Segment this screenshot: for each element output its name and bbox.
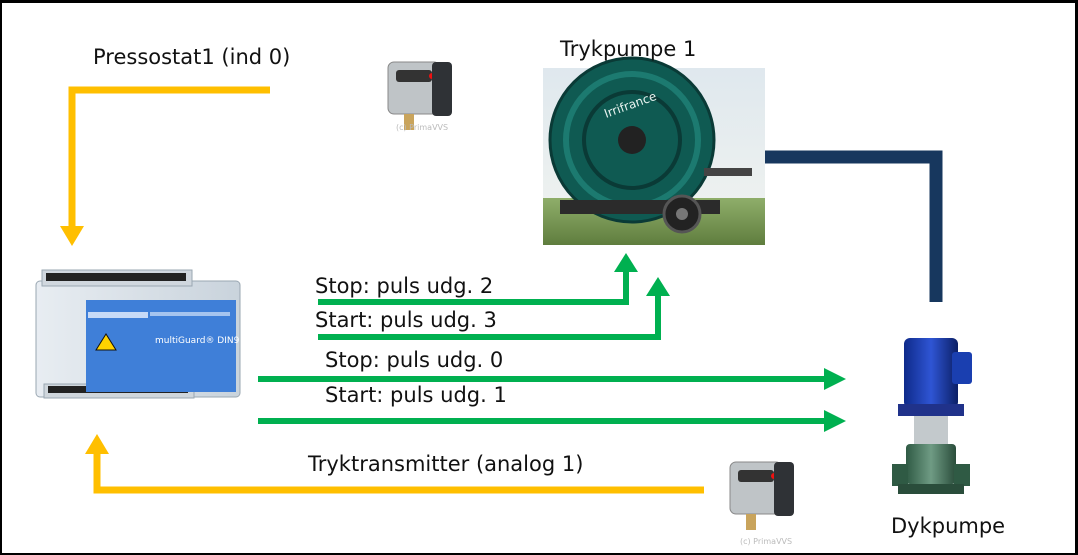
pressostat-label: Pressostat1 (ind 0) <box>93 45 291 69</box>
start-puls-udg-1-arrow <box>258 410 846 432</box>
trykpumpe-photo: Irrifrance <box>543 56 765 245</box>
stop-puls-udg-2-arrow <box>318 253 638 305</box>
stop-puls-udg-2-label: Stop: puls udg. 2 <box>315 274 494 298</box>
pressostat-device-image-top: (c) PrimaVVS <box>387 61 452 132</box>
start-puls-udg-3-arrow <box>318 277 670 340</box>
tryktransmitter-signal-arrow <box>85 434 704 494</box>
tryktransmitter-label: Tryktransmitter (analog 1) <box>308 452 584 476</box>
controller-brand-text: multiGuard® DIN9 <box>155 336 240 346</box>
stop-puls-udg-0-arrow <box>258 368 846 390</box>
pressostat-signal-arrow <box>60 86 270 246</box>
pressostat-watermark-top: (c) PrimaVVS <box>396 123 448 132</box>
dykpumpe-photo <box>892 338 972 494</box>
multiguard-controller-image: multiGuard® DIN9 <box>35 269 241 399</box>
pressostat-watermark-bottom: (c) PrimaVVS <box>740 537 792 546</box>
start-puls-udg-1-label: Start: puls udg. 1 <box>325 383 507 407</box>
stop-puls-udg-0-label: Stop: puls udg. 0 <box>325 348 504 372</box>
pressostat-device-image-bottom: (c) PrimaVVS <box>729 461 794 546</box>
water-pipe <box>764 150 943 302</box>
dykpumpe-label: Dykpumpe <box>891 514 1006 538</box>
start-puls-udg-3-label: Start: puls udg. 3 <box>315 308 497 332</box>
trykpumpe-label: Trykpumpe 1 <box>560 37 697 61</box>
